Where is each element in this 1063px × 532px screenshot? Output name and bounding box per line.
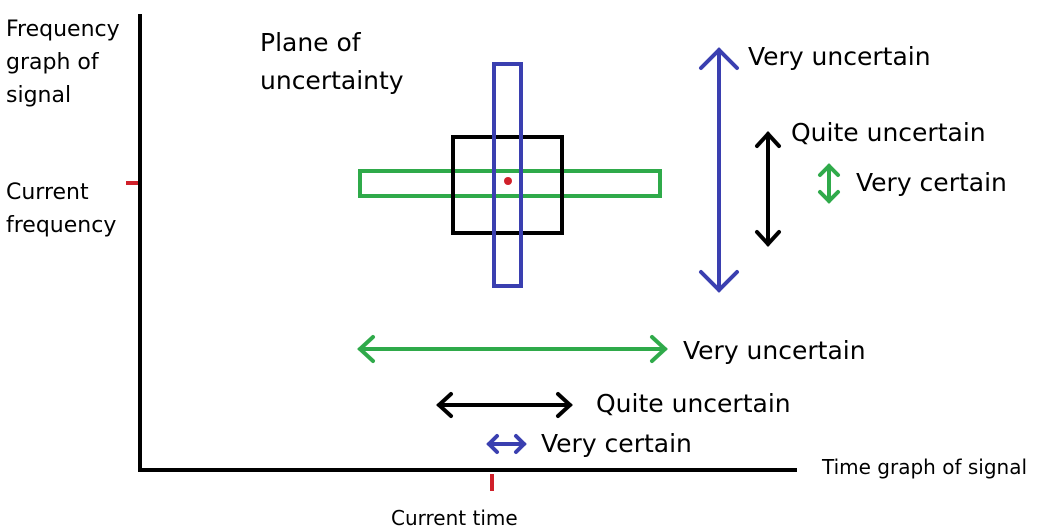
- plane-label-line-1: Plane of: [260, 28, 361, 57]
- vertical-very-uncertain-arrow: [699, 47, 739, 293]
- vertical-very-certain-arrow: [818, 163, 840, 204]
- narrow-frequency-box: [358, 169, 662, 198]
- vertical-very-certain-label: Very certain: [856, 168, 1007, 197]
- narrow-time-box: [492, 62, 523, 288]
- horizontal-very-certain-arrow: [486, 434, 527, 454]
- y-axis-label-line-3: signal: [6, 83, 72, 108]
- current-frequency-label-line-2: frequency: [6, 213, 117, 238]
- vertical-very-uncertain-label: Very uncertain: [748, 42, 931, 71]
- vertical-quite-uncertain-label: Quite uncertain: [791, 118, 986, 147]
- horizontal-very-uncertain-arrow: [357, 335, 668, 363]
- plane-of-uncertainty-label: Plane of uncertainty: [260, 24, 404, 100]
- y-axis-label: Frequency graph of signal: [6, 13, 120, 112]
- current-time-label: Current time: [391, 506, 518, 530]
- y-axis-label-line-2: graph of: [6, 50, 99, 75]
- current-frequency-label-line-1: Current: [6, 180, 89, 205]
- plane-label-line-2: uncertainty: [260, 66, 404, 95]
- x-axis-label: Time graph of signal: [822, 455, 1027, 479]
- horizontal-quite-uncertain-label: Quite uncertain: [596, 389, 791, 418]
- center-point: [504, 177, 512, 185]
- balanced-box: [451, 135, 564, 235]
- horizontal-very-uncertain-label: Very uncertain: [683, 336, 866, 365]
- current-frequency-label: Current frequency: [6, 176, 116, 242]
- horizontal-very-certain-label: Very certain: [541, 429, 692, 458]
- vertical-quite-uncertain-arrow: [755, 131, 781, 247]
- y-axis-label-line-1: Frequency: [6, 17, 120, 42]
- horizontal-quite-uncertain-arrow: [436, 392, 573, 418]
